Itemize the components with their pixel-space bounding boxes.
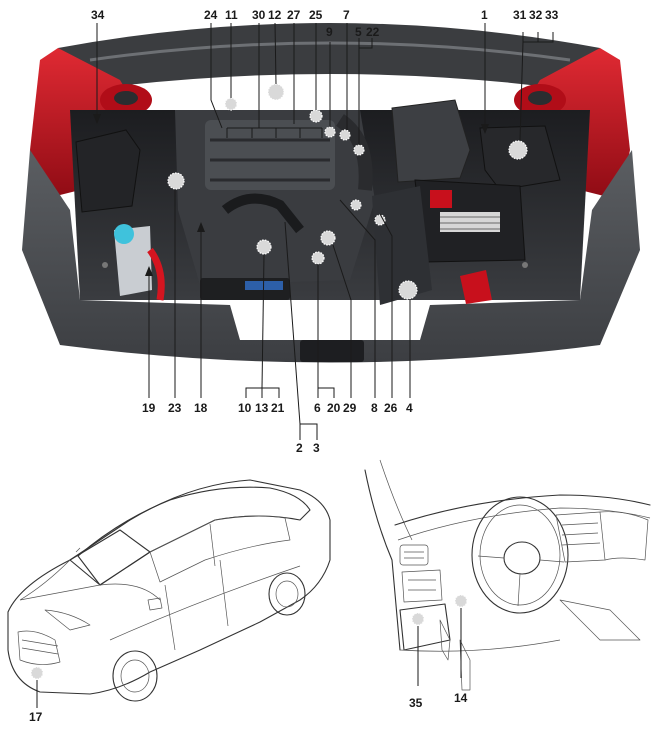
callout-6: 6 [314, 401, 321, 415]
callout-7: 7 [343, 8, 350, 22]
callout-19: 19 [142, 401, 156, 415]
callout-34: 34 [91, 8, 105, 22]
callout-30: 30 [252, 8, 266, 22]
callout-25: 25 [309, 8, 323, 22]
callout-12: 12 [268, 8, 282, 22]
callout-32: 32 [529, 8, 543, 22]
engine-bay-photo [22, 23, 640, 363]
coolant-reservoir [75, 129, 141, 213]
air-cleaner-box [391, 99, 471, 183]
dashboard-drawing [364, 459, 651, 691]
callout-29: 29 [343, 401, 357, 415]
location-marker-35 [411, 612, 425, 626]
callout-35: 35 [409, 696, 423, 710]
callout-20: 20 [327, 401, 341, 415]
leader-lines [93, 22, 554, 440]
callout-3: 3 [313, 441, 320, 455]
callout-14: 14 [454, 691, 468, 705]
callout-17: 17 [29, 710, 43, 724]
callout-27: 27 [287, 8, 301, 22]
location-markers [167, 83, 528, 300]
callout-labels: 34 24 11 30 12 27 25 7 9 5 22 1 31 32 33… [91, 8, 559, 455]
callout-33: 33 [545, 8, 559, 22]
callout-13: 13 [255, 401, 269, 415]
callout-5: 5 [355, 25, 362, 39]
callout-24: 24 [204, 8, 218, 22]
callout-11: 11 [225, 8, 238, 22]
hood-underside [58, 23, 600, 92]
location-marker-17 [30, 666, 44, 680]
callout-18: 18 [194, 401, 208, 415]
location-marker-14 [454, 594, 468, 608]
callout-23: 23 [168, 401, 182, 415]
sedan-drawing [7, 479, 331, 702]
callout-4: 4 [406, 401, 413, 415]
callout-2: 2 [296, 441, 303, 455]
callout-10: 10 [238, 401, 252, 415]
callout-31: 31 [513, 8, 527, 22]
callout-21: 21 [271, 401, 285, 415]
front-cover [22, 150, 640, 363]
callout-26: 26 [384, 401, 398, 415]
callout-8: 8 [371, 401, 378, 415]
callout-1: 1 [481, 8, 488, 22]
callout-22: 22 [366, 25, 380, 39]
callout-9: 9 [326, 25, 333, 39]
